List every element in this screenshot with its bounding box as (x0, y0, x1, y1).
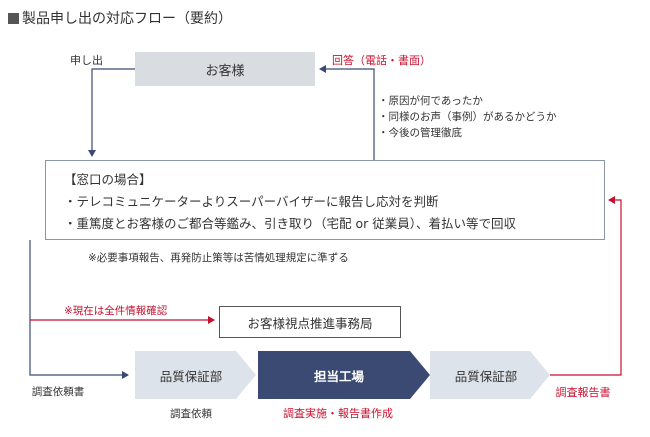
window-case-line: ・テレコミュニケーターよりスーパーバイザーに報告し応対を判断 (64, 194, 439, 209)
page-title-text: 製品申し出の対応フロー（要約） (22, 11, 232, 27)
answer-item: ・同様のお声（事例）があるかどうか (378, 111, 557, 123)
request-label: 申し出 (70, 54, 103, 67)
answer-item: ・今後の管理徹底 (378, 127, 462, 139)
qa1-sub-label: 調査依頼 (170, 408, 212, 420)
window-case-line: ・重篤度とお客様のご都合等鑑み、引き取り（宅配 or 従業員）、着払い等で回収 (64, 216, 516, 231)
square-bullet-icon (8, 13, 19, 24)
answer-label: 回答（電話・書面） (332, 54, 431, 67)
qa2-chevron (430, 351, 550, 399)
window-case-box: 【窓口の場合】 ・テレコミュニケーターよりスーパーバイザーに報告し応対を判断 ・… (45, 160, 605, 240)
report-return-arrow (550, 196, 622, 376)
answer-item: ・原因が何であったか (378, 95, 483, 107)
answer-contents: ・原因が何であったか ・同様のお声（事例）があるかどうか ・今後の管理徹底 (378, 93, 557, 141)
page-title: 製品申し出の対応フロー（要約） (8, 8, 232, 28)
factory-chevron (258, 351, 430, 399)
to-qa-arrow (29, 240, 129, 379)
regulation-note: ※必要事項報告、再発防止策等は苦情処理規定に準ずる (88, 252, 349, 264)
customer-box: お客様 (135, 52, 315, 86)
report-label: 調査報告書 (555, 386, 611, 399)
window-case-heading: 【窓口の場合】 (64, 172, 152, 187)
factory-sub-label: 調査実施・報告書作成 (283, 407, 393, 420)
info-check-label: ※現在は全件情報確認 (64, 305, 168, 317)
qa2-label: 品質保証部 (454, 368, 518, 384)
qa1-chevron (135, 351, 256, 399)
factory-label: 担当工場 (313, 368, 364, 384)
request-arrow (88, 68, 135, 157)
answer-arrow (319, 65, 375, 160)
qa1-label: 品質保証部 (159, 368, 223, 384)
customer-viewpoint-office: お客様視点推進事務局 (219, 306, 401, 338)
request-doc-label: 調査依頼書 (31, 386, 85, 398)
